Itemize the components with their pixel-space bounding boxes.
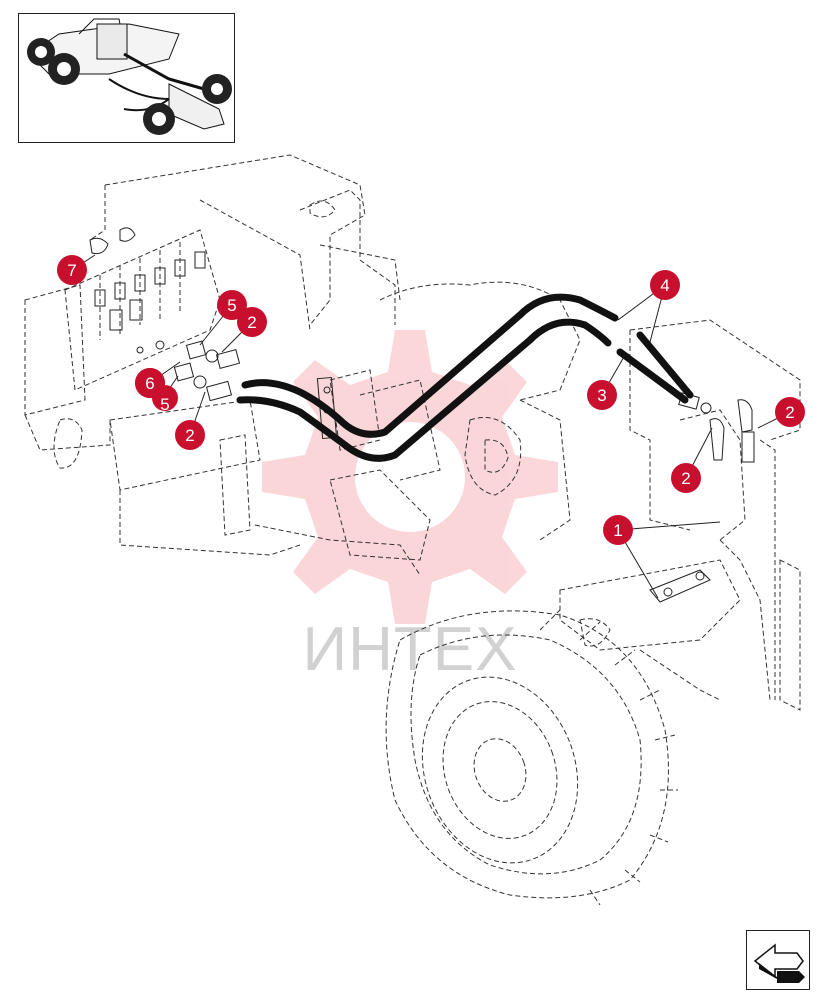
front-wheel — [385, 609, 678, 906]
callout-label: 5 — [227, 296, 236, 315]
callout-badge — [217, 290, 247, 320]
grader-thumbnail-icon — [27, 18, 232, 135]
callout-label: 3 — [597, 386, 606, 405]
callout-badge — [237, 307, 267, 337]
callout-2-upper-left[interactable]: 2 — [237, 307, 267, 337]
hydraulic-hose-upper — [241, 293, 694, 438]
callout-1[interactable]: 1 — [603, 515, 633, 545]
callout-2-mid-right[interactable]: 2 — [671, 463, 701, 493]
callout-5-upper[interactable]: 5 — [217, 290, 247, 320]
callout-label: 2 — [785, 403, 794, 422]
callout-label: 2 — [185, 426, 194, 445]
callout-label: 7 — [67, 261, 76, 280]
next-page-button[interactable] — [746, 930, 810, 990]
callout-badge — [671, 463, 701, 493]
callout-badge — [603, 515, 633, 545]
callout-7[interactable]: 7 — [57, 255, 87, 285]
callout-label: 2 — [681, 469, 690, 488]
frame-outline — [24, 154, 801, 711]
callout-badge — [587, 380, 617, 410]
callout-label: 2 — [247, 313, 256, 332]
callout-2-right[interactable]: 2 — [775, 397, 805, 427]
callout-label: 5 — [160, 395, 169, 414]
callout-label-overlay: 6 — [145, 374, 154, 393]
callout-label: 4 — [660, 276, 669, 295]
callout-badge — [775, 397, 805, 427]
fittings-right — [649, 392, 755, 603]
callout-2-lower-left[interactable]: 2 — [175, 420, 205, 450]
watermark-text: ИНТЕХ — [303, 615, 518, 684]
callout-3[interactable]: 3 — [587, 380, 617, 410]
callout-badge — [57, 255, 87, 285]
callout-4[interactable]: 4 — [650, 270, 680, 300]
control-valve-block — [64, 227, 221, 391]
callout-badge — [175, 420, 205, 450]
machine-thumbnail — [18, 13, 235, 143]
callout-label: 1 — [613, 521, 622, 540]
next-page-arrow-icon — [753, 943, 805, 983]
callout-badge — [650, 270, 680, 300]
hydraulic-hose-lower — [236, 318, 689, 462]
